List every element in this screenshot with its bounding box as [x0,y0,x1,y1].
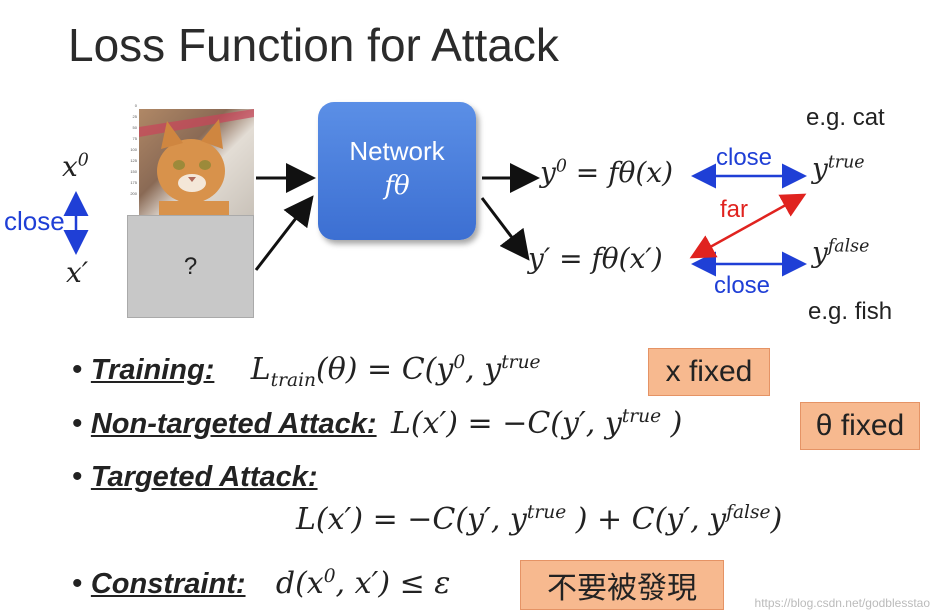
close-vertical-label: close [4,206,65,236]
cat-illustration [139,109,254,215]
yprime-equation: y′ = fθ(x′) [528,242,663,275]
eq-part: L(x′) = −C(y′, y [296,502,527,537]
eq-part: ) [661,406,683,441]
cat-image [139,109,254,215]
eq-sup: true [621,406,662,427]
far-arrow [689,193,807,259]
theta-fixed-badge: θ fixed [800,402,920,450]
bullet-constraint: • Constraint: d(x0, x′) ≤ ε [72,566,450,601]
close-bottom-label: close [714,272,771,299]
bullet-training: • Training: Ltrain(θ) = C(y0, ytrue [72,352,541,390]
y0-sup: 0 [555,156,567,177]
image-ruler: 0 25 50 75 100 125 150 175 200 [127,103,137,215]
ruler-tick: 25 [132,114,137,119]
targeted-term: Targeted Attack: [90,461,318,493]
network-function: fθ [384,171,410,201]
training-term: Training: [90,354,215,386]
ruler-tick: 150 [130,169,137,174]
y0-equation: y0 = fθ(x) [540,156,673,189]
eq-sup: true [526,502,567,523]
network-label: Network [349,136,445,166]
eq-sub: train [270,370,317,391]
yfalse-sup: false [827,236,870,257]
eq-part: (θ) = C(y [316,352,454,387]
ytrue-base: y [812,152,828,185]
x0-base: x [62,150,78,183]
bullet-dot: • [72,460,83,493]
unknown-image: ? [127,215,254,318]
ytrue-sup: true [827,152,865,173]
x-prime-label: x′ [66,256,89,289]
ruler-tick: 200 [130,191,137,196]
yfalse-base: y [812,236,828,269]
eq-part: L [250,352,271,387]
eg-cat-label: e.g. cat [806,104,885,131]
constraint-term: Constraint: [90,568,246,600]
y0-base: y [540,156,556,189]
yfalse-label: yfalse [812,236,869,269]
input-image-panel: 0 25 50 75 100 125 150 175 200 ? [127,103,254,318]
far-label: far [720,196,749,223]
eq-part: d(x [275,566,324,601]
nontargeted-term: Non-targeted Attack: [90,408,377,440]
eq-sup: 0 [453,352,466,373]
ruler-tick: 0 [134,103,137,108]
network-box: Network fθ [318,102,476,240]
eq-sup: 0 [323,566,336,587]
slide-title: Loss Function for Attack [68,19,559,71]
targeted-equation: L(x′) = −C(y′, ytrue ) + C(y′, yfalse) [296,502,782,537]
eq-sup: false [726,502,771,523]
bullet-dot: • [72,407,83,440]
close-top-label: close [716,144,773,171]
eg-fish-label: e.g. fish [808,298,893,325]
bullet-dot: • [72,567,83,600]
watermark: https://blog.csdn.net/godblesstao [754,596,930,610]
nontargeted-equation: L(x′) = −C(y′, ytrue ) [391,406,682,441]
x0-label: x0 [62,150,89,183]
ruler-tick: 175 [130,180,137,185]
bullet-dot: • [72,353,83,386]
x-fixed-badge: x fixed [648,348,770,396]
input-arrow-bottom [254,195,314,271]
x0-sup: 0 [77,150,89,171]
training-equation: Ltrain(θ) = C(y0, ytrue [250,352,541,390]
eq-part: ) + C(y′, y [566,502,727,537]
eq-part: ) [770,502,783,537]
y0-rhs: = fθ(x) [566,156,673,189]
ruler-tick: 125 [130,158,137,163]
bullet-nontargeted: • Non-targeted Attack: L(x′) = −C(y′, yt… [72,406,682,441]
eq-part: , x′) ≤ ε [335,566,451,601]
ruler-tick: 100 [130,147,137,152]
eq-part: , y [465,352,502,387]
ruler-tick: 75 [132,136,137,141]
output-arrow-bottom [480,197,530,261]
dont-get-caught-badge: 不要被發現 [520,560,724,610]
eq-part: L(x′) = −C(y′, y [390,406,622,441]
bullet-targeted: • Targeted Attack: [72,460,318,494]
ytrue-label: ytrue [812,152,865,185]
ruler-tick: 50 [132,125,137,130]
constraint-equation: d(x0, x′) ≤ ε [276,566,451,601]
eq-sup: true [501,352,541,373]
